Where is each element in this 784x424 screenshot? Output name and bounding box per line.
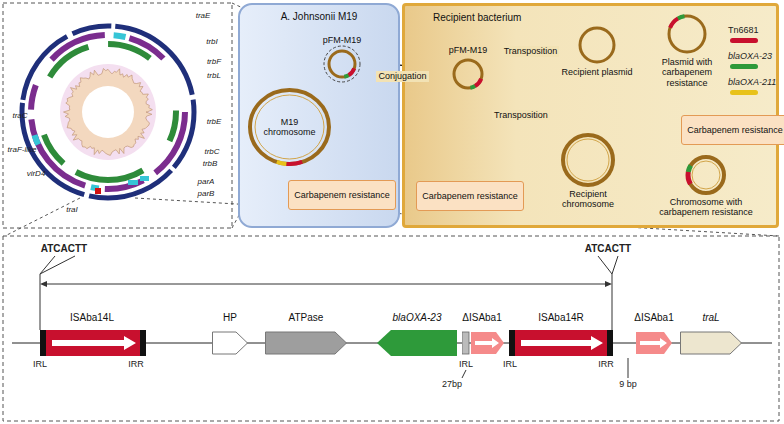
- gene-symbol: [212, 330, 248, 356]
- chromosome-ellipse: M19 chromosome: [247, 87, 332, 167]
- gene-symbol: [377, 330, 457, 356]
- node-label: M19 chromosome: [264, 117, 316, 137]
- node-label: pFM-M19: [312, 35, 372, 45]
- phenotype-box: Carbapenem resistance: [416, 181, 524, 211]
- node-label: Recipient chromosome: [543, 189, 633, 210]
- mobile-ring: [31, 35, 185, 189]
- node-label: A. Johnsonii M19: [240, 11, 398, 22]
- repeat-label: IRL: [459, 360, 473, 370]
- repeat-label: IRL: [503, 360, 517, 370]
- replicon-circle: [646, 11, 728, 57]
- phenotype-box: Carbapenem resistance: [681, 115, 784, 145]
- node-label: traL: [678, 312, 744, 328]
- replicon-circle: [648, 153, 764, 197]
- gene-label: trbC: [204, 148, 219, 157]
- node-label: Carbapenem resistance: [294, 190, 390, 200]
- gene-label: trbB: [203, 160, 218, 169]
- gene-symbol: [40, 330, 146, 356]
- node-label: pFM-M19: [433, 45, 503, 55]
- target-site: ATCACTT: [41, 243, 87, 254]
- repeat-label: 27bp: [442, 380, 462, 390]
- node-label: HP: [208, 312, 252, 328]
- gene-box: ΔISAba1: [452, 312, 512, 358]
- target-site: ATCACTT: [585, 243, 631, 254]
- gene-symbol: [509, 330, 613, 356]
- gene-symbol: [636, 330, 672, 356]
- node-label: Recipient bacterium: [433, 12, 521, 23]
- node-label: Chromosome with carbapenem resistance: [648, 197, 764, 218]
- gene-box: ATPase: [262, 312, 350, 358]
- gene-label: trbI: [206, 38, 218, 47]
- gene-symbol: [680, 330, 742, 356]
- repeat-label: IRL: [33, 360, 47, 370]
- gene-label: parB: [198, 190, 215, 199]
- gene-box: traL: [678, 312, 744, 358]
- node-label: ATPase: [262, 312, 350, 328]
- replicon-circle: [543, 131, 633, 189]
- gene-label: parA: [198, 178, 215, 187]
- gene-symbol: [265, 330, 347, 356]
- gene-label: traC: [12, 112, 27, 121]
- replicon-node: Chromosome with carbapenem resistance: [648, 153, 764, 220]
- replicon-node: Plasmid with carbapenem resistance: [646, 11, 728, 91]
- node-label: ΔISAba1: [452, 312, 512, 328]
- replicon-node: pFM-M19: [433, 45, 503, 96]
- node-label: Carbapenem resistance: [422, 191, 518, 201]
- node-label: Carbapenem resistance: [687, 125, 783, 135]
- node-label: ISAba14L: [30, 312, 154, 328]
- gene-label: traI: [66, 206, 78, 215]
- gene-box: ΔISAba1: [624, 312, 684, 358]
- node-label: Plasmid with carbapenem resistance: [646, 57, 728, 88]
- gene-label: trbL: [207, 72, 221, 81]
- backbone-ring: [22, 26, 194, 198]
- edge-label: Transposition: [492, 110, 550, 121]
- replicon-node: Recipient chromosome: [543, 131, 633, 212]
- gene-box: ISAba14L: [30, 312, 154, 358]
- legend-text: blaOXA-211: [728, 78, 776, 88]
- repeat-label: IRR: [598, 360, 614, 370]
- edge-label: Conjugation: [376, 71, 428, 82]
- replicon-node: Recipient plasmid: [558, 23, 636, 80]
- node-label: ISAba14R: [506, 312, 616, 328]
- gene-label: trbE: [207, 118, 222, 127]
- replicon-circle: [558, 23, 636, 67]
- node-label: ΔISAba1: [624, 312, 684, 328]
- gene-label: virD4: [27, 170, 46, 179]
- replicon-circle: [433, 55, 503, 93]
- gene-box: ISAba14R: [506, 312, 616, 358]
- gene-box: HP: [208, 312, 252, 358]
- gene-box: blaOXA-23: [372, 312, 462, 358]
- orf-ring: [31, 35, 185, 189]
- reverse-ring: [40, 44, 176, 180]
- legend-swatch: [730, 64, 758, 69]
- phenotype-box: Carbapenem resistance: [288, 180, 396, 210]
- replicon-circle: [312, 45, 372, 83]
- legend-swatch: [730, 38, 758, 43]
- replicon-node: pFM-M19: [312, 35, 372, 86]
- donor-cell: A. Johnsonii M19M19 chromosome pFM-M19Car…: [238, 3, 400, 228]
- gene-symbol: [462, 330, 504, 356]
- legend-text: blaOXA-23: [728, 52, 772, 62]
- recipient-cell: Recipient bacterium pFM-M19Carbapenem res…: [402, 3, 779, 228]
- node-label: Recipient plasmid: [558, 67, 636, 77]
- legend-swatch: [730, 90, 758, 95]
- node-label: blaOXA-23: [372, 312, 462, 328]
- gene-label: traE: [196, 12, 211, 21]
- repeat-label: IRR: [128, 360, 144, 370]
- gene-label: traF-like: [8, 146, 37, 155]
- repeat-label: 9 bp: [619, 380, 637, 390]
- legend-text: Tn6681: [728, 26, 759, 36]
- edge-label: Transposition: [502, 46, 560, 57]
- gene-label: trbF: [207, 58, 221, 67]
